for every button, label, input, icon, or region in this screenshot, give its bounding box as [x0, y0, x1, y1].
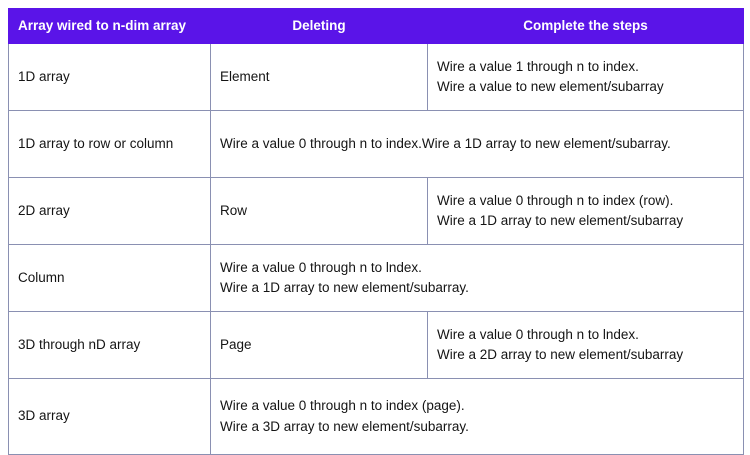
table-row: 2D array Row Wire a value 0 through n to… — [8, 177, 744, 245]
row-category-cell: 2D array — [8, 177, 211, 245]
table-row: 1D array Element Wire a value 1 through … — [8, 43, 744, 111]
row-deleting-cell: Row — [210, 177, 428, 245]
step-line: Wire a value to new element/subarray — [437, 79, 664, 94]
row-category-cell: 3D through nD array — [8, 311, 211, 379]
column-header-deleting: Deleting — [210, 8, 428, 44]
row-merged-steps-cell: Wire a value 0 through n to index.Wire a… — [210, 110, 744, 178]
row-category-cell: Column — [8, 244, 211, 312]
step-line: Wire a value 0 through n to index.Wire a… — [220, 135, 671, 151]
row-merged-steps-cell: Wire a value 0 through n to index (page)… — [210, 378, 744, 455]
step-line: Wire a value 0 through n to lndex. — [220, 259, 422, 275]
step-line: Wire a 1D array to new element/subarray. — [220, 280, 469, 295]
column-header-complete-steps: Complete the steps — [427, 8, 744, 44]
step-line: Wire a 2D array to new element/subarray — [437, 347, 684, 362]
array-operations-table: Array wired to n-dim array Deleting Comp… — [8, 8, 744, 455]
row-steps-cell: Wire a value 1 through n to index. Wire … — [427, 43, 744, 111]
step-line: Wire a value 0 through n to index (page)… — [220, 398, 465, 414]
step-line: Wire a value 0 through n to lndex. — [437, 326, 639, 342]
row-deleting-cell: Page — [210, 311, 428, 379]
table-header-row: Array wired to n-dim array Deleting Comp… — [8, 8, 744, 44]
row-steps-cell: Wire a value 0 through n to index (row).… — [427, 177, 744, 245]
row-category-cell: 3D array — [8, 378, 211, 455]
array-operations-table-container: Array wired to n-dim array Deleting Comp… — [8, 8, 744, 455]
table-header: Array wired to n-dim array Deleting Comp… — [8, 8, 744, 44]
row-category-cell: 1D array — [8, 43, 211, 111]
table-body: 1D array Element Wire a value 1 through … — [8, 43, 744, 455]
table-row: Column Wire a value 0 through n to lndex… — [8, 244, 744, 312]
row-merged-steps-cell: Wire a value 0 through n to lndex. Wire … — [210, 244, 744, 312]
row-deleting-cell: Element — [210, 43, 428, 111]
row-steps-cell: Wire a value 0 through n to lndex. Wire … — [427, 311, 744, 379]
step-line: Wire a value 1 through n to index. — [437, 58, 639, 74]
row-category-cell: 1D array to row or column — [8, 110, 211, 178]
step-line: Wire a 1D array to new element/subarray — [437, 213, 684, 228]
table-row: 3D through nD array Page Wire a value 0 … — [8, 311, 744, 379]
step-line: Wire a value 0 through n to index (row). — [437, 192, 674, 208]
table-row: 3D array Wire a value 0 through n to ind… — [8, 378, 744, 455]
table-row: 1D array to row or column Wire a value 0… — [8, 110, 744, 178]
step-line: Wire a 3D array to new element/subarray. — [220, 418, 469, 434]
column-header-array-wired: Array wired to n-dim array — [8, 8, 211, 44]
